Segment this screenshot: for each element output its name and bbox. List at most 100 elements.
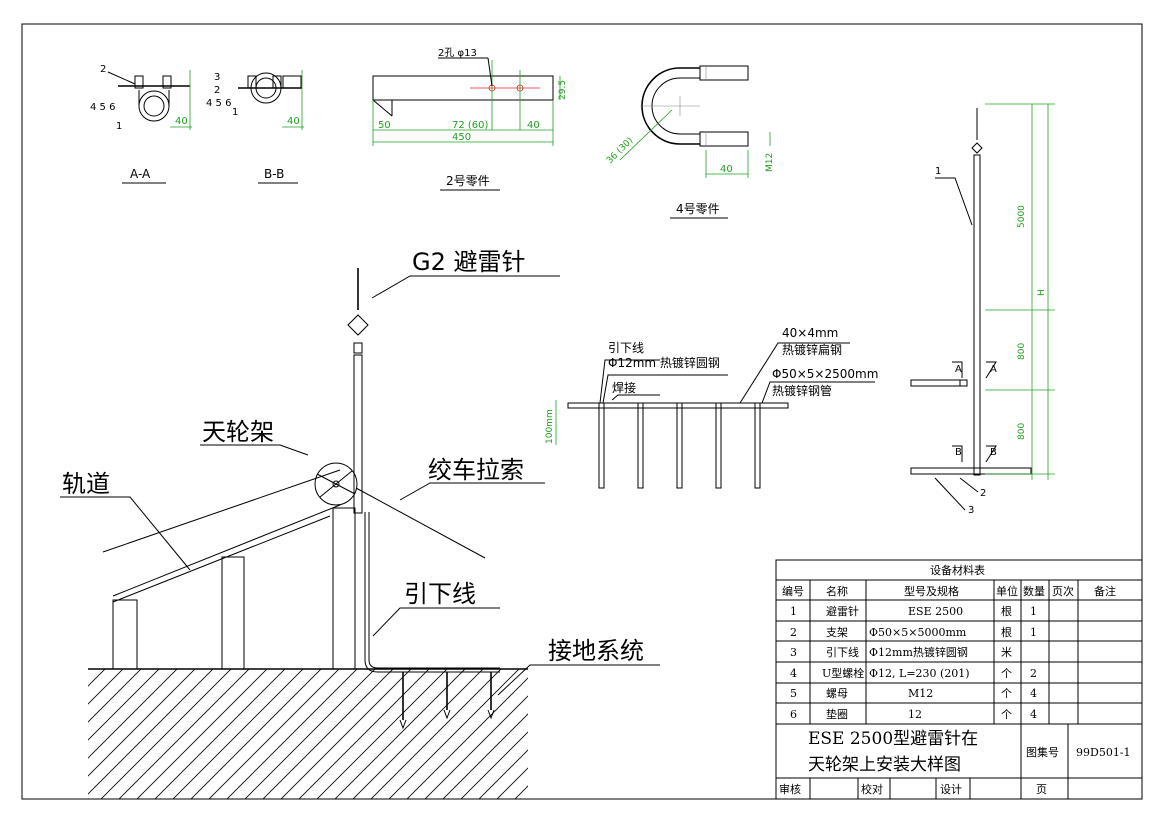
- section-b-b: 40 3 2 4 5 6 1 B-B: [206, 70, 304, 184]
- svg-text:40: 40: [287, 116, 300, 127]
- svg-text:ESE 2500: ESE 2500: [908, 605, 963, 618]
- svg-text:个: 个: [1001, 667, 1012, 680]
- ground-rods: [399, 672, 495, 730]
- svg-text:3: 3: [790, 646, 797, 659]
- svg-text:根: 根: [1001, 604, 1012, 618]
- svg-text:4: 4: [790, 667, 797, 680]
- svg-text:M12: M12: [908, 687, 933, 700]
- svg-text:5: 5: [790, 687, 797, 700]
- svg-text:4: 4: [1030, 708, 1037, 721]
- svg-text:根: 根: [1001, 625, 1012, 639]
- trestle-left: [112, 599, 138, 670]
- svg-text:页次: 页次: [1052, 584, 1074, 598]
- table-row: 1 避雷针 ESE 2500 根 1: [790, 604, 1037, 618]
- svg-text:页: 页: [1036, 783, 1047, 796]
- svg-text:名称: 名称: [826, 584, 848, 598]
- part-4-title: 4号零件: [676, 202, 720, 216]
- svg-text:审核: 审核: [779, 782, 801, 796]
- svg-text:3: 3: [214, 72, 220, 83]
- svg-text:2: 2: [980, 488, 986, 499]
- svg-text:单位: 单位: [996, 584, 1018, 598]
- svg-text:1: 1: [1030, 605, 1037, 618]
- section-a-a: 40 2 4 5 6 1 A-A: [90, 64, 192, 184]
- svg-text:型号及规格: 型号及规格: [904, 584, 959, 598]
- svg-text:数量: 数量: [1023, 585, 1045, 598]
- drawing-title-line2: 天轮架上安装大样图: [808, 755, 961, 775]
- winch-cable: [355, 487, 486, 559]
- table-header: 编号 名称 型号及规格 单位 数量 页次 备注: [782, 584, 1116, 598]
- svg-text:800: 800: [1017, 343, 1027, 360]
- lightning-rod-label: G2 避雷针: [412, 248, 526, 276]
- down-conductor-label: 引下线: [404, 580, 476, 608]
- svg-text:热镀锌扁钢: 热镀锌扁钢: [782, 343, 842, 357]
- grounding-detail: 100mm 引下线 Φ12mm 热镀锌圆钢 焊接 40×4mm 热镀锌扁钢 Φ5…: [545, 326, 878, 489]
- svg-text:H: H: [1037, 289, 1047, 296]
- track-line: [102, 469, 341, 553]
- svg-text:50: 50: [378, 120, 391, 131]
- main-view: G2 避雷针 天轮架 绞车拉索 轨道 引下线 接地系统: [60, 248, 660, 799]
- mast-elevation: 5000 H 800 800 A A B B 1 2 3: [910, 103, 1055, 516]
- svg-text:1: 1: [116, 121, 122, 132]
- svg-text:40: 40: [720, 164, 733, 175]
- svg-text:29.5: 29.5: [558, 80, 568, 100]
- material-table: 设备材料表 编号 名称 型号及规格 单位 数量 页次 备注: [775, 559, 1143, 800]
- part-4-detail: 40 36 (30) M12 4号零件: [605, 65, 775, 219]
- ground-hatch: [88, 669, 528, 799]
- svg-text:设计: 设计: [940, 783, 962, 796]
- svg-text:1: 1: [935, 166, 941, 177]
- svg-text:36 (30): 36 (30): [605, 136, 635, 166]
- svg-text:焊接: 焊接: [612, 380, 636, 395]
- svg-text:引下线: 引下线: [826, 645, 859, 659]
- atlas-label: 图集号: [1026, 745, 1059, 759]
- svg-text:个: 个: [1001, 708, 1012, 721]
- svg-text:1: 1: [232, 107, 238, 118]
- down-conductor: [364, 512, 500, 673]
- grounding-label: 接地系统: [548, 637, 644, 665]
- svg-text:A: A: [990, 364, 997, 375]
- svg-text:2: 2: [790, 626, 797, 639]
- svg-text:Φ12mm热镀锌圆钢: Φ12mm热镀锌圆钢: [869, 645, 968, 659]
- svg-text:2: 2: [100, 64, 106, 75]
- svg-text:螺母: 螺母: [826, 687, 848, 700]
- svg-text:800: 800: [1017, 423, 1027, 440]
- svg-text:72 (60): 72 (60): [452, 120, 489, 131]
- drawing-title-line1: ESE 2500型避雷针在: [808, 729, 978, 749]
- svg-text:热镀锌钢管: 热镀锌钢管: [772, 383, 832, 398]
- svg-text:450: 450: [452, 132, 471, 143]
- winch-cable-label: 绞车拉索: [428, 456, 524, 484]
- svg-text:40: 40: [175, 116, 188, 127]
- lightning-rod: [347, 268, 369, 514]
- svg-text:M12: M12: [765, 153, 775, 172]
- table-row: 3 引下线 Φ12mm热镀锌圆钢 米: [790, 645, 1012, 659]
- part-2-detail: 50 72 (60) 40 450 29.5 2孔 φ13 2号零件: [372, 47, 568, 191]
- svg-text:1: 1: [790, 605, 797, 618]
- svg-text:B: B: [990, 447, 997, 458]
- svg-text:40: 40: [527, 120, 540, 131]
- trestle-right: [332, 507, 356, 670]
- svg-text:编号: 编号: [782, 584, 804, 598]
- section-a-title: A-A: [130, 167, 151, 181]
- svg-text:支架: 支架: [826, 626, 848, 639]
- table-row: 5 螺母 M12 个 4: [790, 687, 1037, 700]
- svg-text:Φ50×5×2500mm: Φ50×5×2500mm: [772, 367, 878, 381]
- svg-text:40×4mm: 40×4mm: [782, 326, 838, 340]
- svg-text:12: 12: [908, 708, 922, 721]
- table-row: 4 U型螺栓 Φ12, L=230 (201) 个 2: [790, 666, 1037, 680]
- svg-text:备注: 备注: [1094, 584, 1116, 598]
- svg-text:引下线: 引下线: [608, 341, 644, 355]
- svg-text:避雷针: 避雷针: [826, 604, 859, 618]
- svg-text:2孔 φ13: 2孔 φ13: [438, 47, 477, 59]
- table-row: 6 垫圈 12 个 4: [790, 707, 1037, 721]
- sheet-border: [21, 23, 1143, 800]
- svg-text:Φ12, L=230 (201): Φ12, L=230 (201): [869, 667, 970, 680]
- svg-text:米: 米: [1001, 646, 1012, 659]
- track-label: 轨道: [62, 470, 110, 498]
- svg-text:U型螺栓: U型螺栓: [822, 666, 864, 680]
- svg-text:100mm: 100mm: [545, 409, 555, 444]
- svg-text:A: A: [955, 364, 962, 375]
- pulley-frame-label: 天轮架: [202, 418, 274, 446]
- svg-text:6: 6: [790, 708, 797, 721]
- pulley-wheel: [314, 462, 358, 506]
- svg-text:3: 3: [968, 505, 974, 516]
